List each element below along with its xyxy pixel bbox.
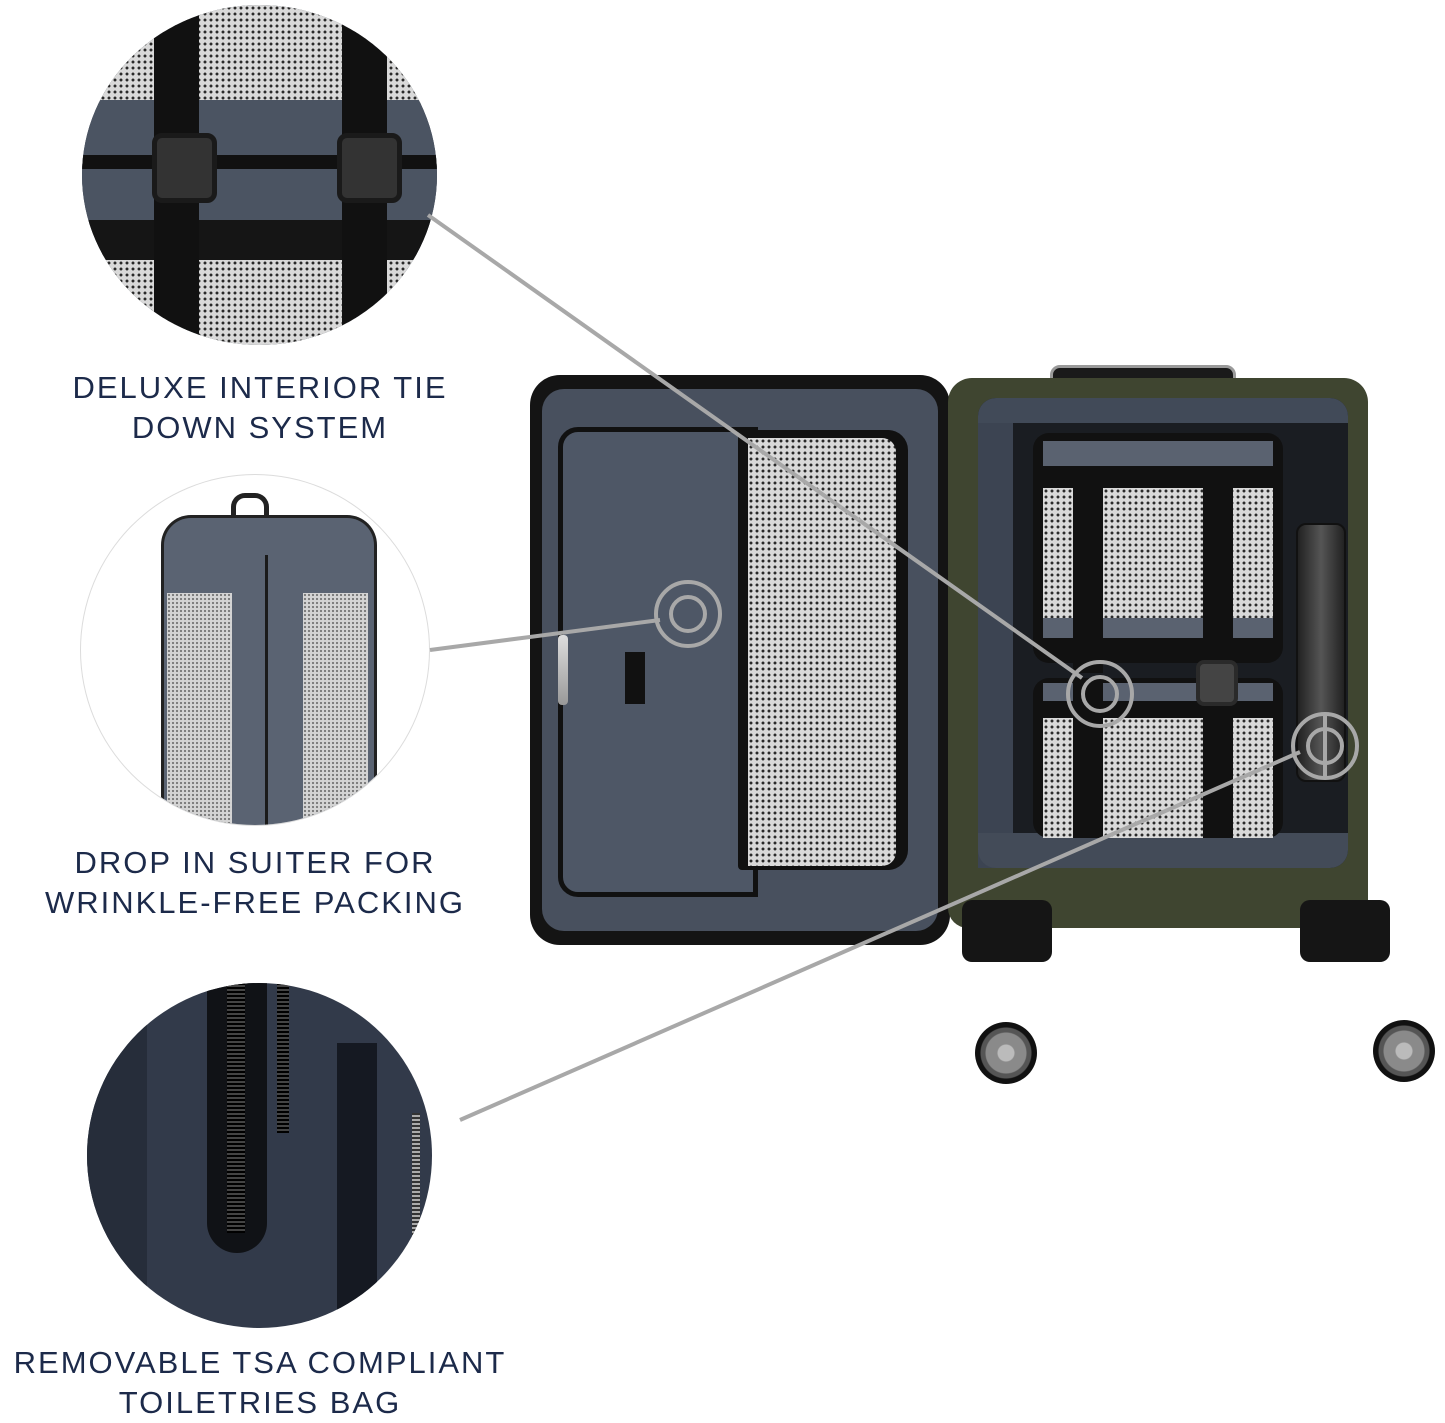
caption-line: DROP IN SUITER FOR [74, 845, 436, 880]
suiter-detail-image [80, 474, 430, 826]
caption-line: DOWN SYSTEM [131, 410, 389, 445]
tie-down-detail-image [82, 5, 437, 345]
buckle-icon [337, 133, 402, 203]
wheel-housing-right [1300, 900, 1390, 962]
caption-line: REMOVABLE TSA COMPLIANT [13, 1345, 507, 1380]
caption-line: TOILETRIES BAG [118, 1385, 402, 1420]
toiletries-bag [1296, 523, 1346, 782]
wheel-housing-left [962, 900, 1052, 962]
brand-label [625, 652, 645, 704]
packing-cube-bottom [1033, 678, 1283, 838]
wheel-icon [975, 1022, 1037, 1084]
hanger-handle [231, 493, 269, 520]
caption-line: DELUXE INTERIOR TIE [72, 370, 448, 405]
lid-mesh-pocket [738, 430, 908, 870]
caption-line: WRINKLE-FREE PACKING [44, 885, 466, 920]
toiletries-detail-image [87, 983, 432, 1328]
suitcase-lid [530, 375, 950, 945]
feature-caption-suiter: DROP IN SUITER FOR WRINKLE-FREE PACKING [20, 843, 490, 923]
zipper-pull-icon [558, 635, 568, 705]
buckle-icon [152, 133, 217, 203]
feature-caption-toiletries: REMOVABLE TSA COMPLIANT TOILETRIES BAG [0, 1343, 520, 1423]
lid-zip-pocket [558, 427, 758, 897]
suitcase-body [948, 378, 1368, 928]
suiter-zipper [265, 555, 268, 825]
packing-cube-top [1033, 433, 1283, 673]
buckle-icon [1196, 660, 1238, 706]
wheel-icon [1373, 1020, 1435, 1082]
feature-caption-tie-down: DELUXE INTERIOR TIE DOWN SYSTEM [40, 368, 480, 448]
